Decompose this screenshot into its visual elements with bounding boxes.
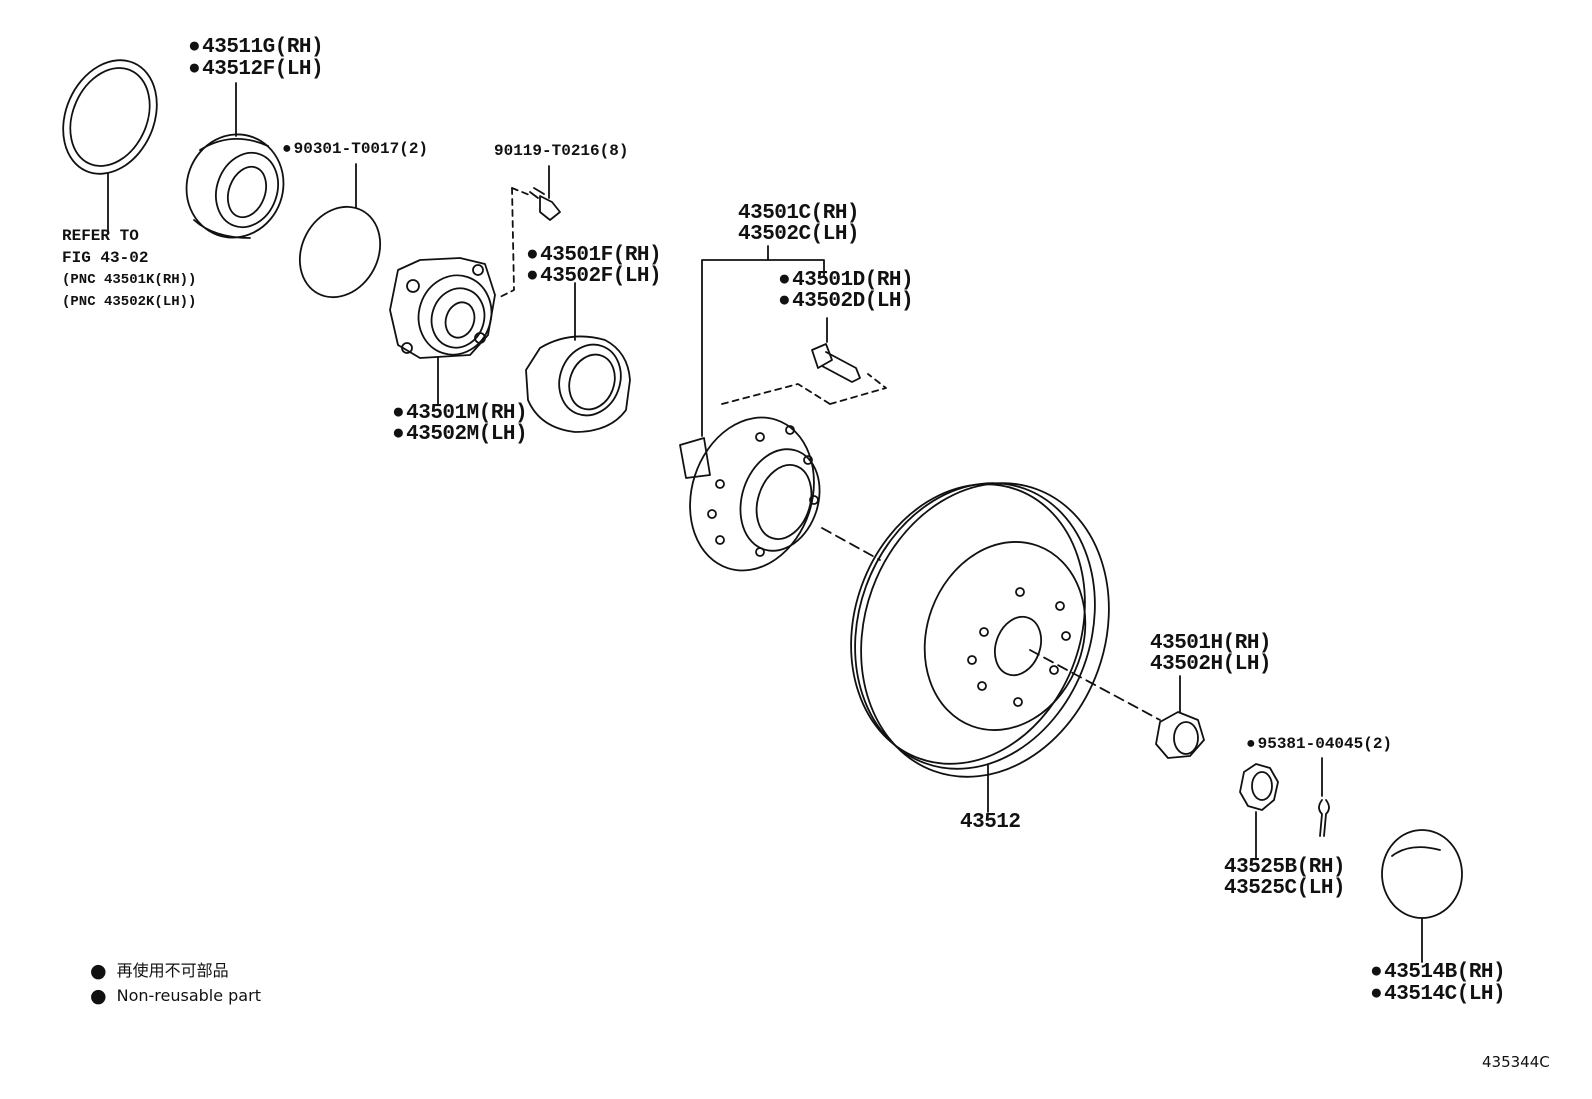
axle-hub bbox=[679, 383, 831, 572]
label-disc-rotor: 43512 bbox=[960, 811, 1021, 834]
lock-nut-cap bbox=[1239, 763, 1279, 859]
label-hub-rh: 43501C(RH) bbox=[738, 202, 860, 225]
o-ring bbox=[298, 163, 382, 299]
label-oil-seal-rh: 43511G(RH) bbox=[188, 37, 324, 58]
legend-non-reusable-en: Non-reusable part bbox=[90, 987, 261, 1006]
label-stud-lh: 43502D(LH) bbox=[778, 291, 914, 312]
label-retainer-lh: 43502F(LH) bbox=[526, 266, 662, 287]
label-lock-cap-lh: 43525C(LH) bbox=[1224, 877, 1346, 900]
label-cotter-pin: 95381-04045(2) bbox=[1246, 736, 1392, 752]
label-oil-seal-lh: 43512F(LH) bbox=[188, 59, 324, 80]
brake-disc-rotor bbox=[821, 482, 1161, 813]
label-refer-pnc-rh: (PNC 43501K(RH)) bbox=[62, 272, 197, 288]
figure-code: 435344C bbox=[1482, 1053, 1550, 1071]
label-grease-cap-lh: 43514C(LH) bbox=[1370, 984, 1506, 1005]
flange-bolt bbox=[497, 165, 561, 299]
label-stud-rh: 43501D(RH) bbox=[778, 270, 914, 291]
axle-oil-seal-ring bbox=[62, 59, 158, 233]
label-bearing-rh: 43501M(RH) bbox=[392, 403, 528, 424]
label-refer-fig: FIG 43-02 bbox=[62, 249, 149, 267]
label-nut-rh: 43501H(RH) bbox=[1150, 632, 1272, 655]
bearing-retainer bbox=[525, 282, 631, 433]
label-refer-pnc-lh: (PNC 43502K(LH)) bbox=[62, 294, 197, 310]
label-flange-bolt: 90119-T0216(8) bbox=[494, 142, 629, 160]
hub-nut bbox=[1155, 675, 1205, 759]
legend-non-reusable-jp: 再使用不可部品 bbox=[90, 962, 229, 981]
label-refer-to: REFER TO bbox=[62, 227, 139, 245]
label-nut-lh: 43502H(LH) bbox=[1150, 653, 1272, 676]
label-lock-cap-rh: 43525B(RH) bbox=[1224, 856, 1346, 879]
hub-bolt-stud bbox=[811, 317, 887, 405]
label-o-ring: 90301-T0017(2) bbox=[282, 141, 428, 157]
grease-cap bbox=[1381, 829, 1463, 963]
cotter-pin bbox=[1318, 757, 1330, 837]
label-retainer-rh: 43501F(RH) bbox=[526, 245, 662, 266]
label-hub-lh: 43502C(LH) bbox=[738, 223, 860, 246]
hub-bearing-housing bbox=[389, 257, 496, 406]
label-bearing-lh: 43502M(LH) bbox=[392, 424, 528, 445]
oil-seal bbox=[185, 82, 285, 239]
label-grease-cap-rh: 43514B(RH) bbox=[1370, 962, 1506, 983]
